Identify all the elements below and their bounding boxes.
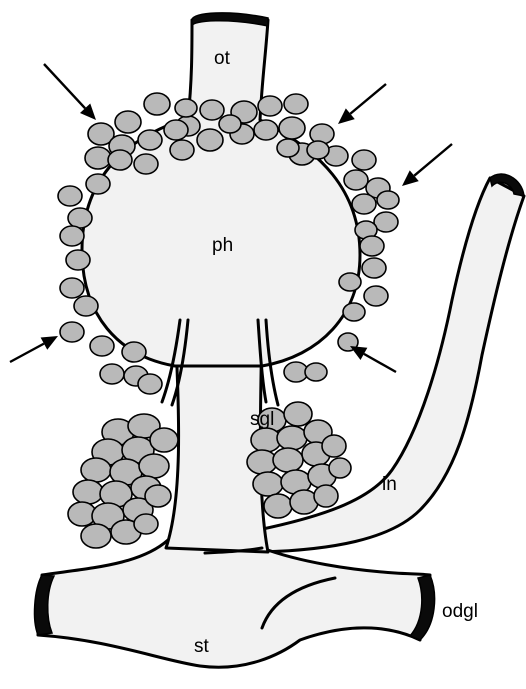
gland-cell	[170, 140, 194, 160]
gland-cell	[352, 194, 376, 214]
gland-cell	[144, 93, 170, 115]
gland-lobe	[139, 454, 169, 478]
gland-cell	[254, 120, 278, 140]
gland-lobe	[81, 458, 111, 482]
gland-cell	[377, 191, 399, 209]
gland-cell	[219, 115, 241, 133]
gland-cell	[60, 278, 84, 298]
gland-cell	[60, 226, 84, 246]
gland-lobe	[264, 494, 292, 518]
stomach	[38, 540, 430, 667]
gland-lobe	[134, 514, 158, 534]
gland-lobe	[150, 428, 178, 452]
gland-cell	[284, 94, 308, 114]
gland-cell	[138, 130, 162, 150]
gland-cell	[200, 100, 224, 120]
gland-cell	[100, 364, 124, 384]
gland-lobe	[273, 448, 303, 472]
gland-lobe	[145, 485, 171, 507]
arrow	[402, 144, 452, 186]
gland-cell	[343, 303, 365, 321]
arrow	[44, 64, 96, 120]
gland-cell	[134, 154, 158, 174]
gland-cell	[164, 120, 188, 140]
gland-cell	[138, 374, 162, 394]
gland-lobe	[284, 402, 312, 426]
label-sgl: sgl	[250, 410, 274, 429]
gland-cell	[115, 111, 141, 133]
gland-cell	[68, 208, 92, 228]
gland-cell	[86, 174, 110, 194]
gland-cell	[175, 99, 197, 117]
gland-cell	[305, 363, 327, 381]
gland-cell	[122, 342, 146, 362]
gland-cell	[360, 236, 384, 256]
gland-cell	[74, 296, 98, 316]
label-st: st	[194, 637, 209, 656]
gland-cell	[90, 336, 114, 356]
gland-cell	[85, 147, 111, 169]
gland-lobe	[81, 524, 111, 548]
gland-cell	[66, 250, 90, 270]
gland-cell	[307, 141, 329, 159]
arrow	[10, 336, 58, 362]
gland-cell	[258, 96, 282, 116]
label-ot: ot	[214, 49, 230, 68]
arrow	[338, 84, 386, 124]
gland-lobe	[253, 472, 283, 496]
pharynx	[82, 20, 360, 366]
gland-cell	[58, 186, 82, 206]
gland-cell	[362, 258, 386, 278]
arrow	[350, 346, 396, 372]
label-in: in	[382, 475, 397, 494]
gland-cell	[344, 170, 368, 190]
label-ph: ph	[212, 236, 233, 255]
gland-lobe	[314, 485, 338, 507]
label-odgl: odgl	[442, 602, 478, 621]
gland-lobe	[329, 458, 351, 478]
gland-cell	[352, 150, 376, 170]
gland-lobe	[73, 480, 103, 504]
gland-cell	[339, 273, 361, 291]
gland-cell	[364, 286, 388, 306]
gland-lobe	[322, 435, 346, 457]
gland-cell	[60, 322, 84, 342]
gland-cell	[197, 129, 223, 151]
gland-lobe	[277, 426, 307, 450]
gland-cell	[108, 150, 132, 170]
gland-cell	[279, 117, 305, 139]
gland-cell	[277, 139, 299, 157]
